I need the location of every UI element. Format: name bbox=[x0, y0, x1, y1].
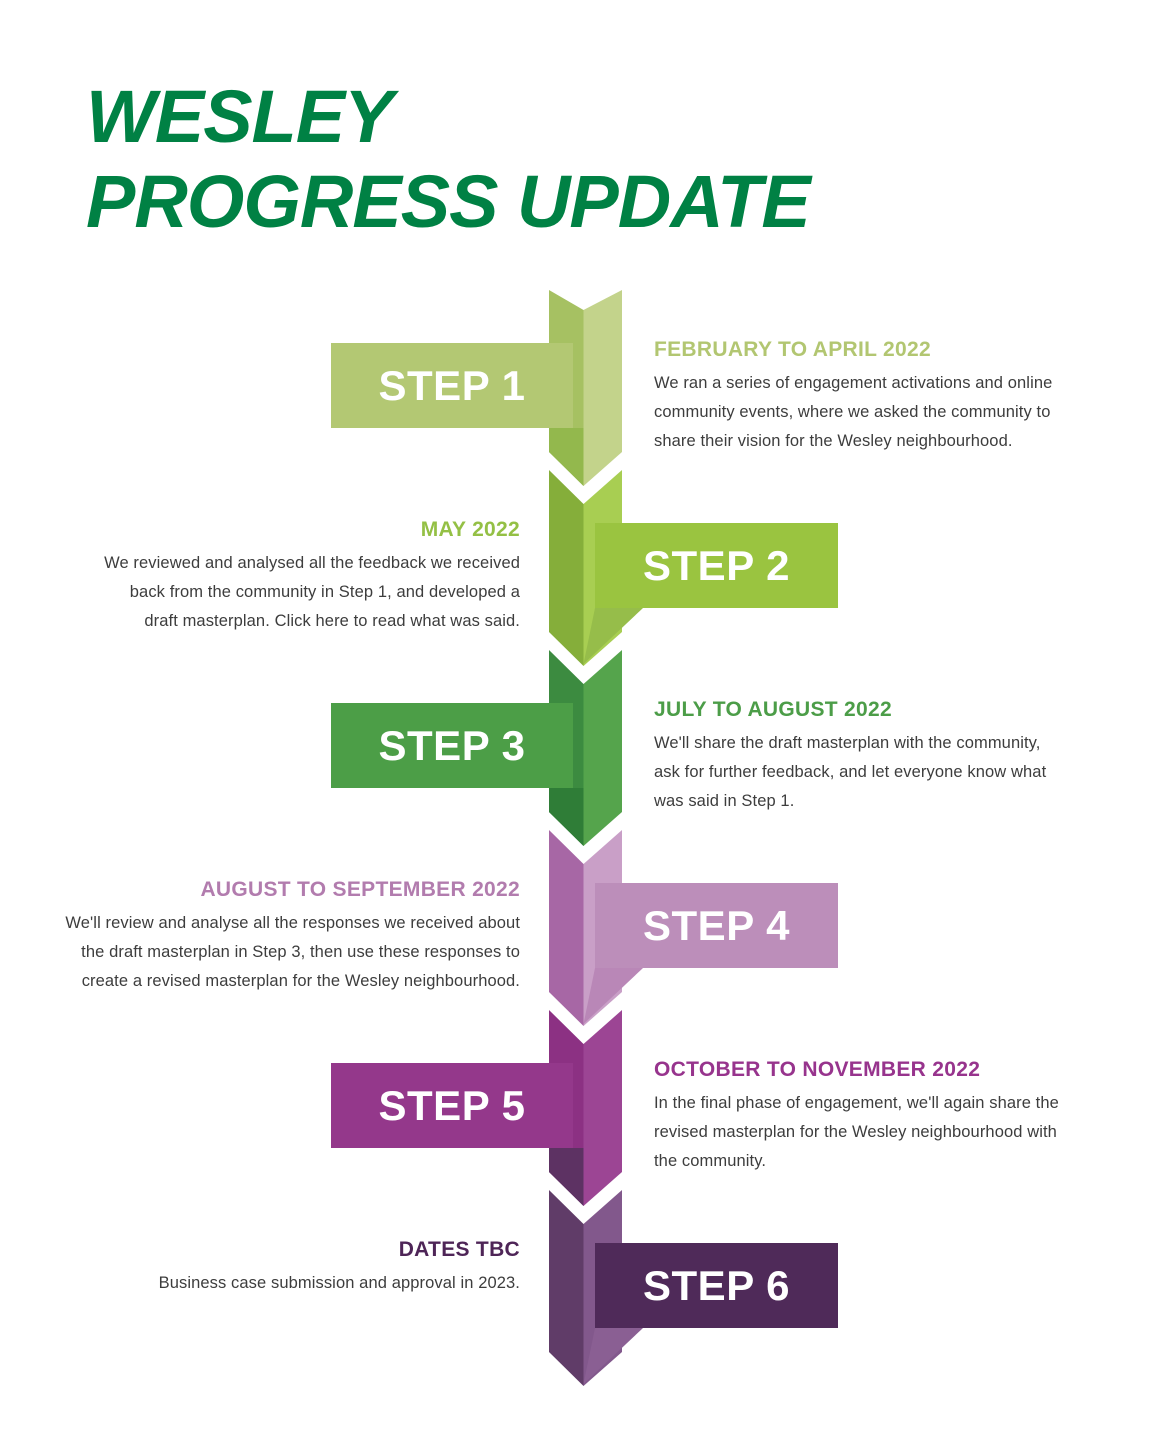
ribbon-seg4-left bbox=[549, 830, 584, 1026]
step-3-banner: STEP 3 bbox=[331, 703, 573, 788]
title-line-1: WESLEY bbox=[86, 75, 393, 158]
timeline-ribbon bbox=[549, 290, 643, 1386]
ribbon-seg6-banner-tail bbox=[583, 1328, 643, 1384]
step-2-description[interactable]: We reviewed and analysed all the feedbac… bbox=[104, 554, 520, 630]
ribbon-seg3-fold-shadow bbox=[549, 788, 584, 846]
step-6-description: Business case submission and approval in… bbox=[158, 1274, 520, 1292]
step-5-date: OCTOBER TO NOVEMBER 2022 bbox=[654, 1058, 981, 1081]
step-6-date: DATES TBC bbox=[398, 1238, 520, 1261]
step-4-text: AUGUST TO SEPTEMBER 2022 We'll review an… bbox=[30, 877, 520, 996]
step-5-text: OCTOBER TO NOVEMBER 2022 In the final ph… bbox=[654, 1057, 1084, 1176]
ribbon-seg1-fold-shadow bbox=[549, 428, 584, 486]
step-4-description: We'll review and analyse all the respons… bbox=[65, 914, 520, 990]
ribbon-seg2-banner-tail bbox=[583, 608, 643, 664]
step-3-date: JULY TO AUGUST 2022 bbox=[654, 698, 892, 721]
step-2-banner: STEP 2 bbox=[595, 523, 838, 608]
step-1-banner: STEP 1 bbox=[331, 343, 573, 428]
step-2-text: MAY 2022 We reviewed and analysed all th… bbox=[30, 517, 520, 636]
ribbon-seg1-right bbox=[583, 290, 622, 486]
ribbon-seg4-banner-tail bbox=[583, 968, 643, 1024]
step-5-description: In the final phase of engagement, we'll … bbox=[654, 1094, 1059, 1170]
step-3-description: We'll share the draft masterplan with th… bbox=[654, 734, 1047, 810]
title-line-2: PROGRESS UPDATE bbox=[86, 160, 811, 243]
step-6-text: DATES TBC Business case submission and a… bbox=[30, 1237, 520, 1298]
step-2-date: MAY 2022 bbox=[420, 518, 520, 541]
step-4-date: AUGUST TO SEPTEMBER 2022 bbox=[200, 878, 520, 901]
step-1-description: We ran a series of engagement activation… bbox=[654, 374, 1053, 450]
ribbon-seg3-right bbox=[583, 650, 622, 846]
ribbon-seg5-fold-shadow bbox=[549, 1148, 584, 1206]
step-6-banner: STEP 6 bbox=[595, 1243, 838, 1328]
ribbon-seg2-left bbox=[549, 470, 584, 666]
step-3-text: JULY TO AUGUST 2022 We'll share the draf… bbox=[654, 697, 1084, 816]
page-title: WESLEY PROGRESS UPDATE bbox=[86, 74, 811, 244]
step-1-text: FEBRUARY TO APRIL 2022 We ran a series o… bbox=[654, 337, 1084, 456]
step-1-date: FEBRUARY TO APRIL 2022 bbox=[654, 338, 931, 361]
ribbon-seg5-right bbox=[583, 1010, 622, 1206]
step-4-banner: STEP 4 bbox=[595, 883, 838, 968]
ribbon-seg6-left bbox=[549, 1190, 584, 1386]
step-5-banner: STEP 5 bbox=[331, 1063, 573, 1148]
